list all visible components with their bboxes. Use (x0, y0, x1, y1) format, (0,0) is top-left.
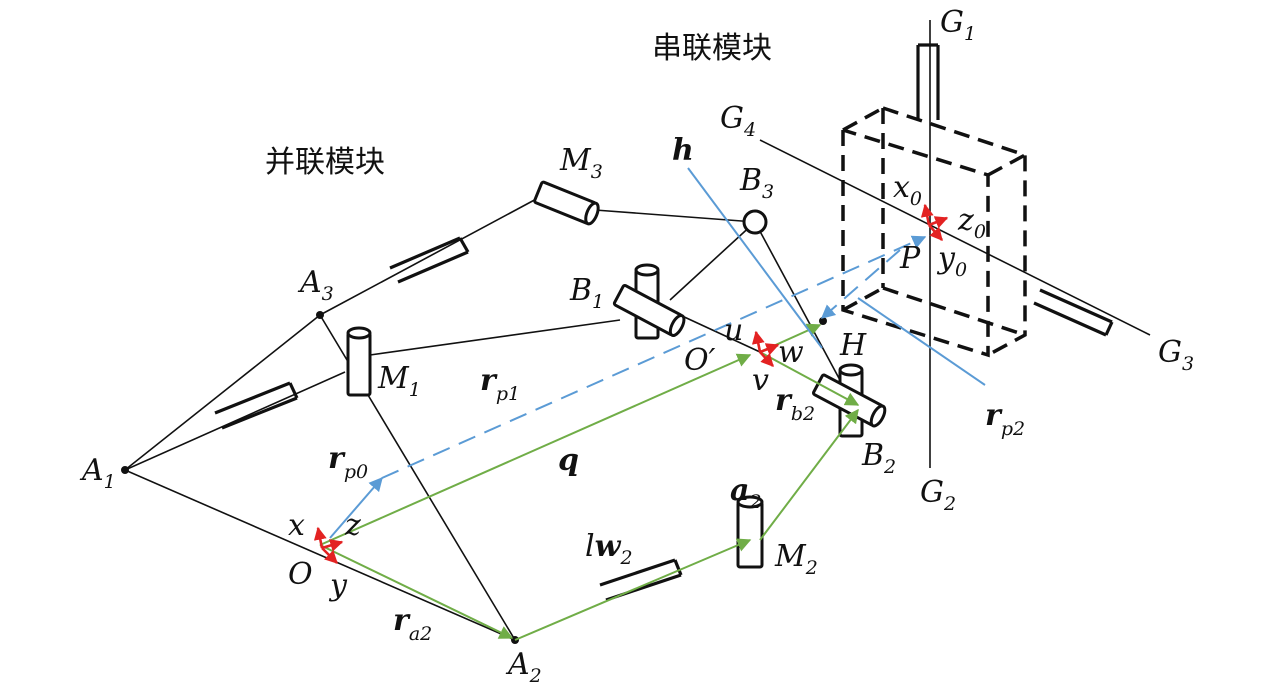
label-axis-u: u (724, 313, 743, 348)
vector-rp2-line (857, 297, 986, 386)
labels: 串联模块 并联模块 A1 A3 A2 M3 M1 M2 B1 B3 B2 G1 … (79, 5, 1194, 687)
label-b2: B2 (861, 438, 896, 478)
label-a2: A2 (505, 647, 542, 687)
label-g4: G4 (720, 101, 756, 141)
link-a1-a3 (124, 314, 321, 471)
label-vector-lw2: lw2 (585, 529, 633, 569)
vector-rp2-arrow (820, 249, 901, 319)
link-m1-b1 (369, 319, 621, 356)
label-axis-v: v (752, 363, 769, 398)
link-b3-b2 (754, 221, 849, 396)
vector-lw2 (514, 538, 752, 641)
prismatic-joint-g3 (1033, 288, 1114, 337)
prismatic-joint-a3-m3 (389, 236, 470, 284)
vector-a2 (759, 408, 859, 541)
label-b3: B3 (739, 163, 774, 203)
prismatic-joint-a1-m1 (214, 381, 299, 430)
label-axis-z0: z0 (957, 203, 986, 243)
label-b1: B1 (569, 273, 604, 313)
label-p: P (899, 241, 921, 276)
label-axis-y: y (328, 568, 348, 603)
vector-rp1 (381, 235, 927, 479)
label-vector-q: q (558, 443, 579, 478)
vector-rb2 (759, 351, 860, 406)
label-axis-x0: x0 (893, 170, 922, 210)
link-a1-m1 (124, 371, 346, 471)
label-a1: A1 (79, 453, 116, 493)
link-a1-a2 (124, 469, 516, 641)
label-vector-a2: a2 (730, 473, 762, 513)
point-h-dot (819, 317, 827, 325)
label-axis-y0: y0 (936, 241, 967, 281)
label-m3: M3 (559, 143, 603, 183)
label-vector-rb2: rb2 (775, 383, 815, 425)
link-a3-m3 (319, 196, 541, 316)
vector-rp0 (329, 476, 383, 539)
label-h: H (839, 328, 867, 363)
label-vector-ra2: ra2 (393, 603, 432, 645)
label-g2: G2 (920, 475, 956, 515)
label-g1: G1 (940, 5, 976, 45)
blue-vectors (329, 167, 986, 539)
label-o-prime: O′ (684, 343, 716, 378)
label-axis-z: z (344, 508, 361, 543)
frame-moving-oprime (751, 330, 780, 367)
label-axis-x: x (288, 508, 305, 543)
link-b3-b1 (669, 221, 756, 301)
link-m3-b3 (594, 209, 756, 223)
label-g3: G3 (1158, 335, 1194, 375)
universal-joint-b1 (612, 263, 686, 340)
vector-ra2 (319, 544, 514, 639)
prismatic-joint-a2-m2 (599, 558, 683, 602)
revolute-joint-m3 (533, 180, 600, 226)
frame-tool-p (920, 203, 949, 241)
point-a1-dot (121, 466, 129, 474)
label-vector-rp0: rp0 (328, 441, 368, 483)
link-b1-oprime (679, 314, 761, 353)
label-o: O (288, 557, 313, 592)
revolute-joint-m1 (346, 326, 372, 397)
label-m1: M1 (377, 361, 421, 401)
label-vector-rp2: rp2 (985, 398, 1025, 440)
title-parallel-module: 并联模块 (265, 145, 385, 180)
prismatic-joint-g1 (916, 43, 940, 120)
frame-base-o (313, 526, 344, 564)
point-a3-dot (316, 311, 324, 319)
label-m2: M2 (774, 539, 818, 579)
label-vector-rp1: rp1 (480, 363, 520, 405)
spherical-joint-b3 (742, 209, 768, 235)
label-vector-h: h (672, 133, 694, 168)
title-serial-module: 串联模块 (652, 31, 772, 66)
label-a3: A3 (297, 265, 334, 305)
serial-module-box (841, 106, 1027, 358)
axis-g4-g3 (759, 139, 1151, 336)
vector-h-line (687, 167, 823, 349)
label-axis-w: w (778, 335, 804, 370)
vector-q (319, 353, 752, 546)
